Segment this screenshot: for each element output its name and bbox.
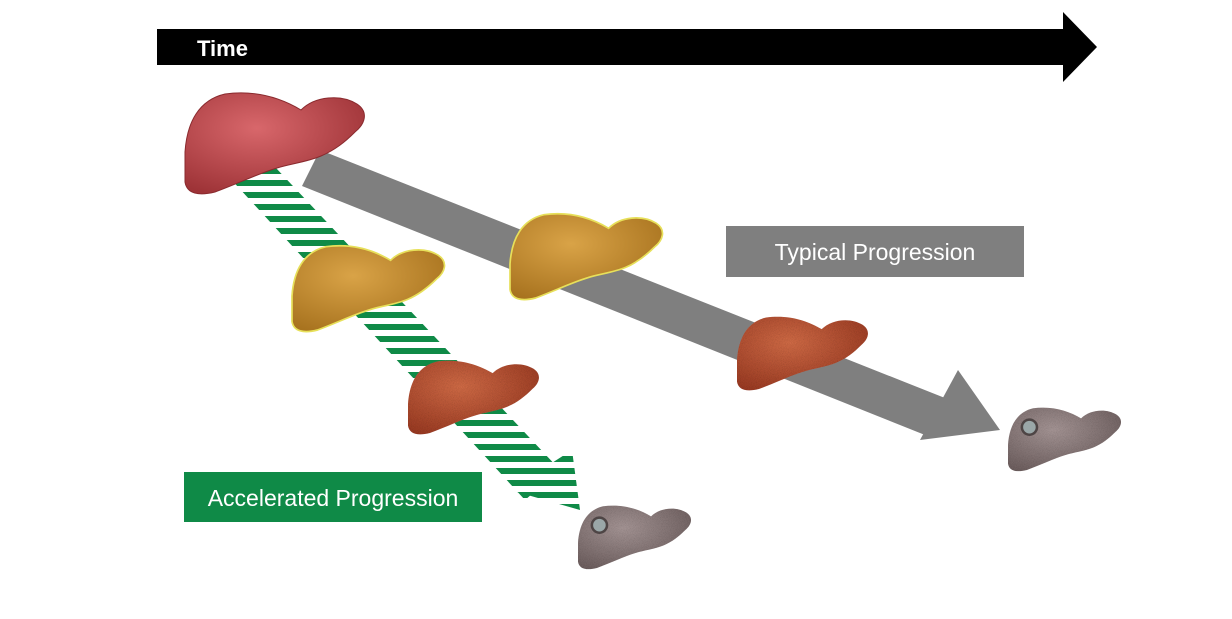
- time-arrow: [157, 12, 1097, 82]
- accelerated-progression-label-box: Accelerated Progression: [184, 472, 482, 522]
- accelerated-progression-label: Accelerated Progression: [208, 485, 459, 511]
- accelerated-progression-arrow: [228, 168, 580, 510]
- cirrhotic-liver-with-tumor-icon: [1008, 407, 1122, 472]
- cirrhotic-liver-with-tumor-icon: [578, 505, 692, 570]
- typical-progression-label-box: Typical Progression: [726, 226, 1024, 277]
- time-label: Time: [197, 36, 248, 61]
- typical-progression-label: Typical Progression: [775, 239, 976, 265]
